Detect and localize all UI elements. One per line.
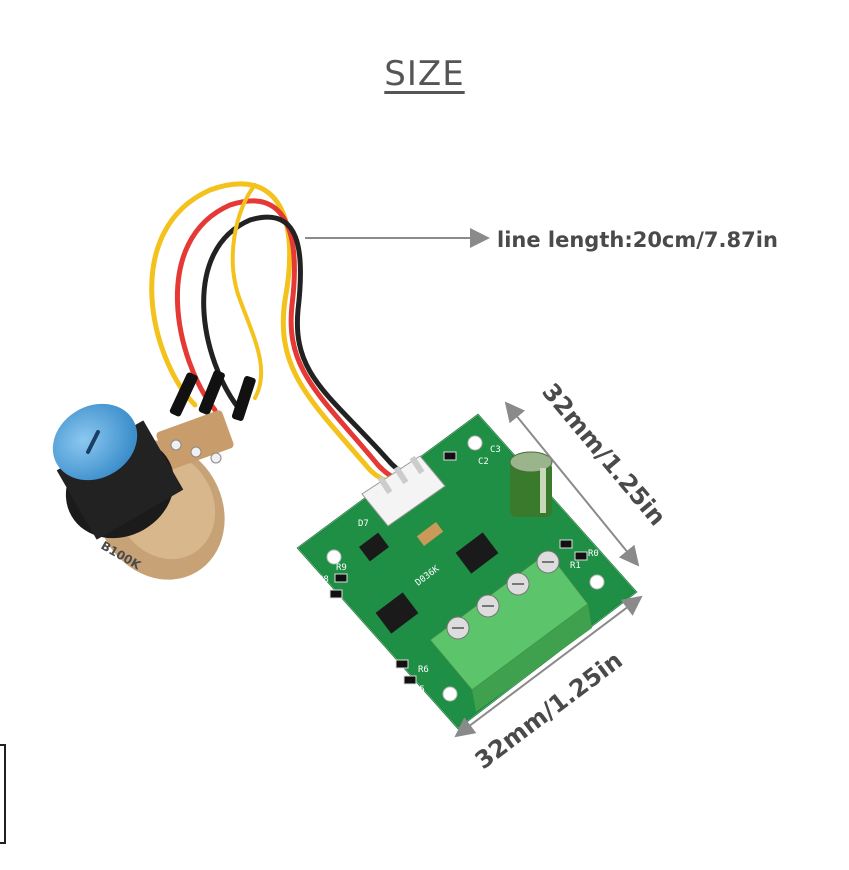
pcb-label-r5: R5 (414, 685, 425, 695)
pcb-label-r6: R6 (418, 665, 429, 675)
edge-frame (0, 744, 6, 844)
potentiometer: B100K (52, 403, 234, 580)
wire-sleeves (169, 370, 256, 421)
electrolytic-capacitor (509, 451, 553, 517)
size-title: SIZE (384, 54, 465, 94)
pcb-label-c2: C2 (478, 457, 489, 467)
ic-chip (455, 532, 499, 574)
height-dimension-arrow (504, 401, 640, 567)
width-dimension-arrow (454, 595, 643, 738)
pcb-label-d7: D7 (358, 519, 369, 529)
pcb-label-r1: R1 (570, 561, 581, 571)
pcb-label-r0: R0 (588, 549, 599, 559)
pcb-label-c3: C3 (490, 445, 501, 455)
wire-harness (149, 181, 428, 488)
mosfet-chip (375, 592, 419, 634)
pcb-label-r8: R8 (318, 575, 329, 585)
jst-connector (361, 455, 446, 527)
pcb-label-r9: R9 (336, 563, 347, 573)
line-length-label: line length:20cm/7.87in (497, 228, 778, 252)
